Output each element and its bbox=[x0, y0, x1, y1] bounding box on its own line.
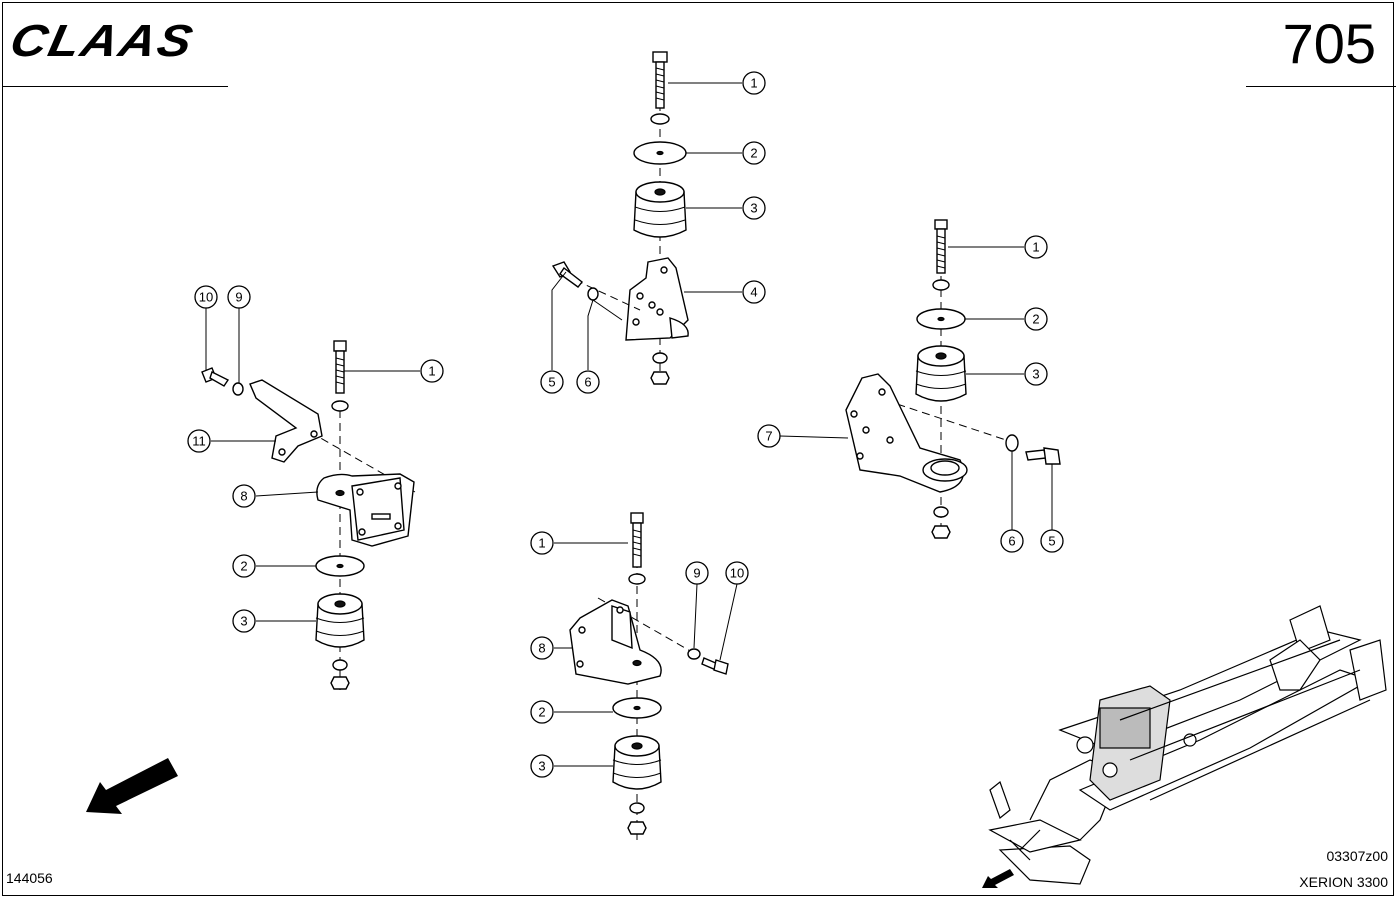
svg-text:1: 1 bbox=[428, 364, 435, 379]
callout-9[interactable]: 9 bbox=[227, 285, 251, 309]
svg-text:1: 1 bbox=[750, 76, 757, 91]
drawing-number: 144056 bbox=[6, 870, 53, 886]
callout-5[interactable]: 5 bbox=[1040, 529, 1064, 553]
nut-part bbox=[332, 659, 348, 671]
svg-text:2: 2 bbox=[240, 559, 247, 574]
nut-part bbox=[932, 279, 950, 291]
svg-text:5: 5 bbox=[548, 375, 555, 390]
callout-3[interactable]: 3 bbox=[232, 609, 256, 633]
nut-part bbox=[627, 821, 647, 835]
bracket-4-part bbox=[625, 257, 689, 341]
svg-text:3: 3 bbox=[750, 201, 757, 216]
callout-3[interactable]: 3 bbox=[530, 754, 554, 778]
svg-text:8: 8 bbox=[240, 489, 247, 504]
svg-text:2: 2 bbox=[538, 705, 545, 720]
callout-1[interactable]: 1 bbox=[420, 359, 444, 383]
nut-part bbox=[331, 400, 349, 412]
svg-text:3: 3 bbox=[538, 759, 545, 774]
svg-text:6: 6 bbox=[584, 375, 591, 390]
callout-1[interactable]: 1 bbox=[742, 71, 766, 95]
rubber-mount-part bbox=[633, 181, 687, 238]
callout-8[interactable]: 8 bbox=[232, 484, 256, 508]
assembly-bottom-center: 1 9 10 8 2 3 bbox=[530, 512, 749, 840]
svg-text:6: 6 bbox=[1008, 534, 1015, 549]
nut-part bbox=[931, 525, 951, 539]
washer-part bbox=[687, 648, 701, 660]
callout-3[interactable]: 3 bbox=[742, 196, 766, 220]
header-rule-left bbox=[2, 86, 228, 87]
direction-arrow-icon bbox=[86, 758, 178, 814]
svg-text:1: 1 bbox=[538, 536, 545, 551]
image-code: 03307z00 bbox=[1326, 848, 1388, 864]
bracket-8-part bbox=[569, 599, 662, 685]
svg-text:8: 8 bbox=[538, 641, 545, 656]
callout-6[interactable]: 6 bbox=[1000, 529, 1024, 553]
side-bolt-part bbox=[1025, 447, 1061, 465]
nut-part bbox=[933, 506, 949, 518]
svg-text:10: 10 bbox=[730, 566, 744, 581]
svg-text:7: 7 bbox=[765, 429, 772, 444]
header-rule-right bbox=[1246, 86, 1396, 87]
svg-text:4: 4 bbox=[750, 285, 757, 300]
svg-text:11: 11 bbox=[192, 434, 206, 449]
callout-7[interactable]: 7 bbox=[757, 424, 781, 448]
svg-text:5: 5 bbox=[1048, 534, 1055, 549]
page-number: 705 bbox=[1282, 12, 1376, 75]
callout-9[interactable]: 9 bbox=[685, 561, 709, 585]
washer-part bbox=[587, 287, 599, 301]
small-bolt-part bbox=[701, 657, 729, 675]
svg-text:10: 10 bbox=[199, 290, 213, 305]
nut-part bbox=[650, 113, 670, 125]
bolt-part bbox=[934, 219, 948, 274]
rubber-mount-part bbox=[915, 345, 967, 402]
model-name: XERION 3300 bbox=[1299, 874, 1388, 890]
bolt-part bbox=[652, 51, 668, 109]
callout-6[interactable]: 6 bbox=[576, 370, 600, 394]
callout-11[interactable]: 11 bbox=[187, 429, 211, 453]
svg-text:1: 1 bbox=[1032, 240, 1039, 255]
small-direction-arrow-icon bbox=[982, 869, 1014, 888]
callout-10[interactable]: 10 bbox=[194, 285, 218, 309]
assembly-right: 1 2 3 7 6 5 bbox=[757, 219, 1064, 553]
nut-part bbox=[652, 352, 668, 364]
callout-8[interactable]: 8 bbox=[530, 636, 554, 660]
washer-part bbox=[1005, 434, 1019, 452]
assembly-top-center: 1 2 3 4 5 6 bbox=[540, 51, 766, 394]
callout-2[interactable]: 2 bbox=[742, 141, 766, 165]
callout-1[interactable]: 1 bbox=[530, 531, 554, 555]
washer-part bbox=[232, 382, 244, 396]
nut-part bbox=[330, 676, 350, 690]
bolt-part bbox=[333, 340, 347, 394]
rubber-mount-part bbox=[315, 593, 365, 648]
bracket-7-part bbox=[845, 373, 968, 493]
callout-2[interactable]: 2 bbox=[232, 554, 256, 578]
nut-part bbox=[628, 573, 646, 585]
assembly-left: 10 9 1 11 8 2 3 bbox=[187, 285, 444, 690]
callout-5[interactable]: 5 bbox=[540, 370, 564, 394]
svg-text:9: 9 bbox=[235, 290, 242, 305]
bracket-11-part bbox=[249, 379, 323, 463]
callout-3[interactable]: 3 bbox=[1024, 362, 1048, 386]
callout-1[interactable]: 1 bbox=[1024, 235, 1048, 259]
svg-text:2: 2 bbox=[1032, 312, 1039, 327]
small-bolt-part bbox=[201, 367, 230, 387]
svg-text:9: 9 bbox=[693, 566, 700, 581]
machine-frame-overview-image bbox=[988, 605, 1387, 885]
nut-part bbox=[629, 802, 645, 814]
rubber-mount-part bbox=[612, 735, 662, 790]
callout-2[interactable]: 2 bbox=[1024, 307, 1048, 331]
bolt-part bbox=[630, 512, 644, 568]
callout-10[interactable]: 10 bbox=[725, 561, 749, 585]
callout-4[interactable]: 4 bbox=[742, 280, 766, 304]
svg-text:3: 3 bbox=[1032, 367, 1039, 382]
svg-text:2: 2 bbox=[750, 146, 757, 161]
nut-part bbox=[650, 371, 670, 385]
svg-text:3: 3 bbox=[240, 614, 247, 629]
callout-2[interactable]: 2 bbox=[530, 700, 554, 724]
bracket-8-part bbox=[316, 473, 415, 547]
